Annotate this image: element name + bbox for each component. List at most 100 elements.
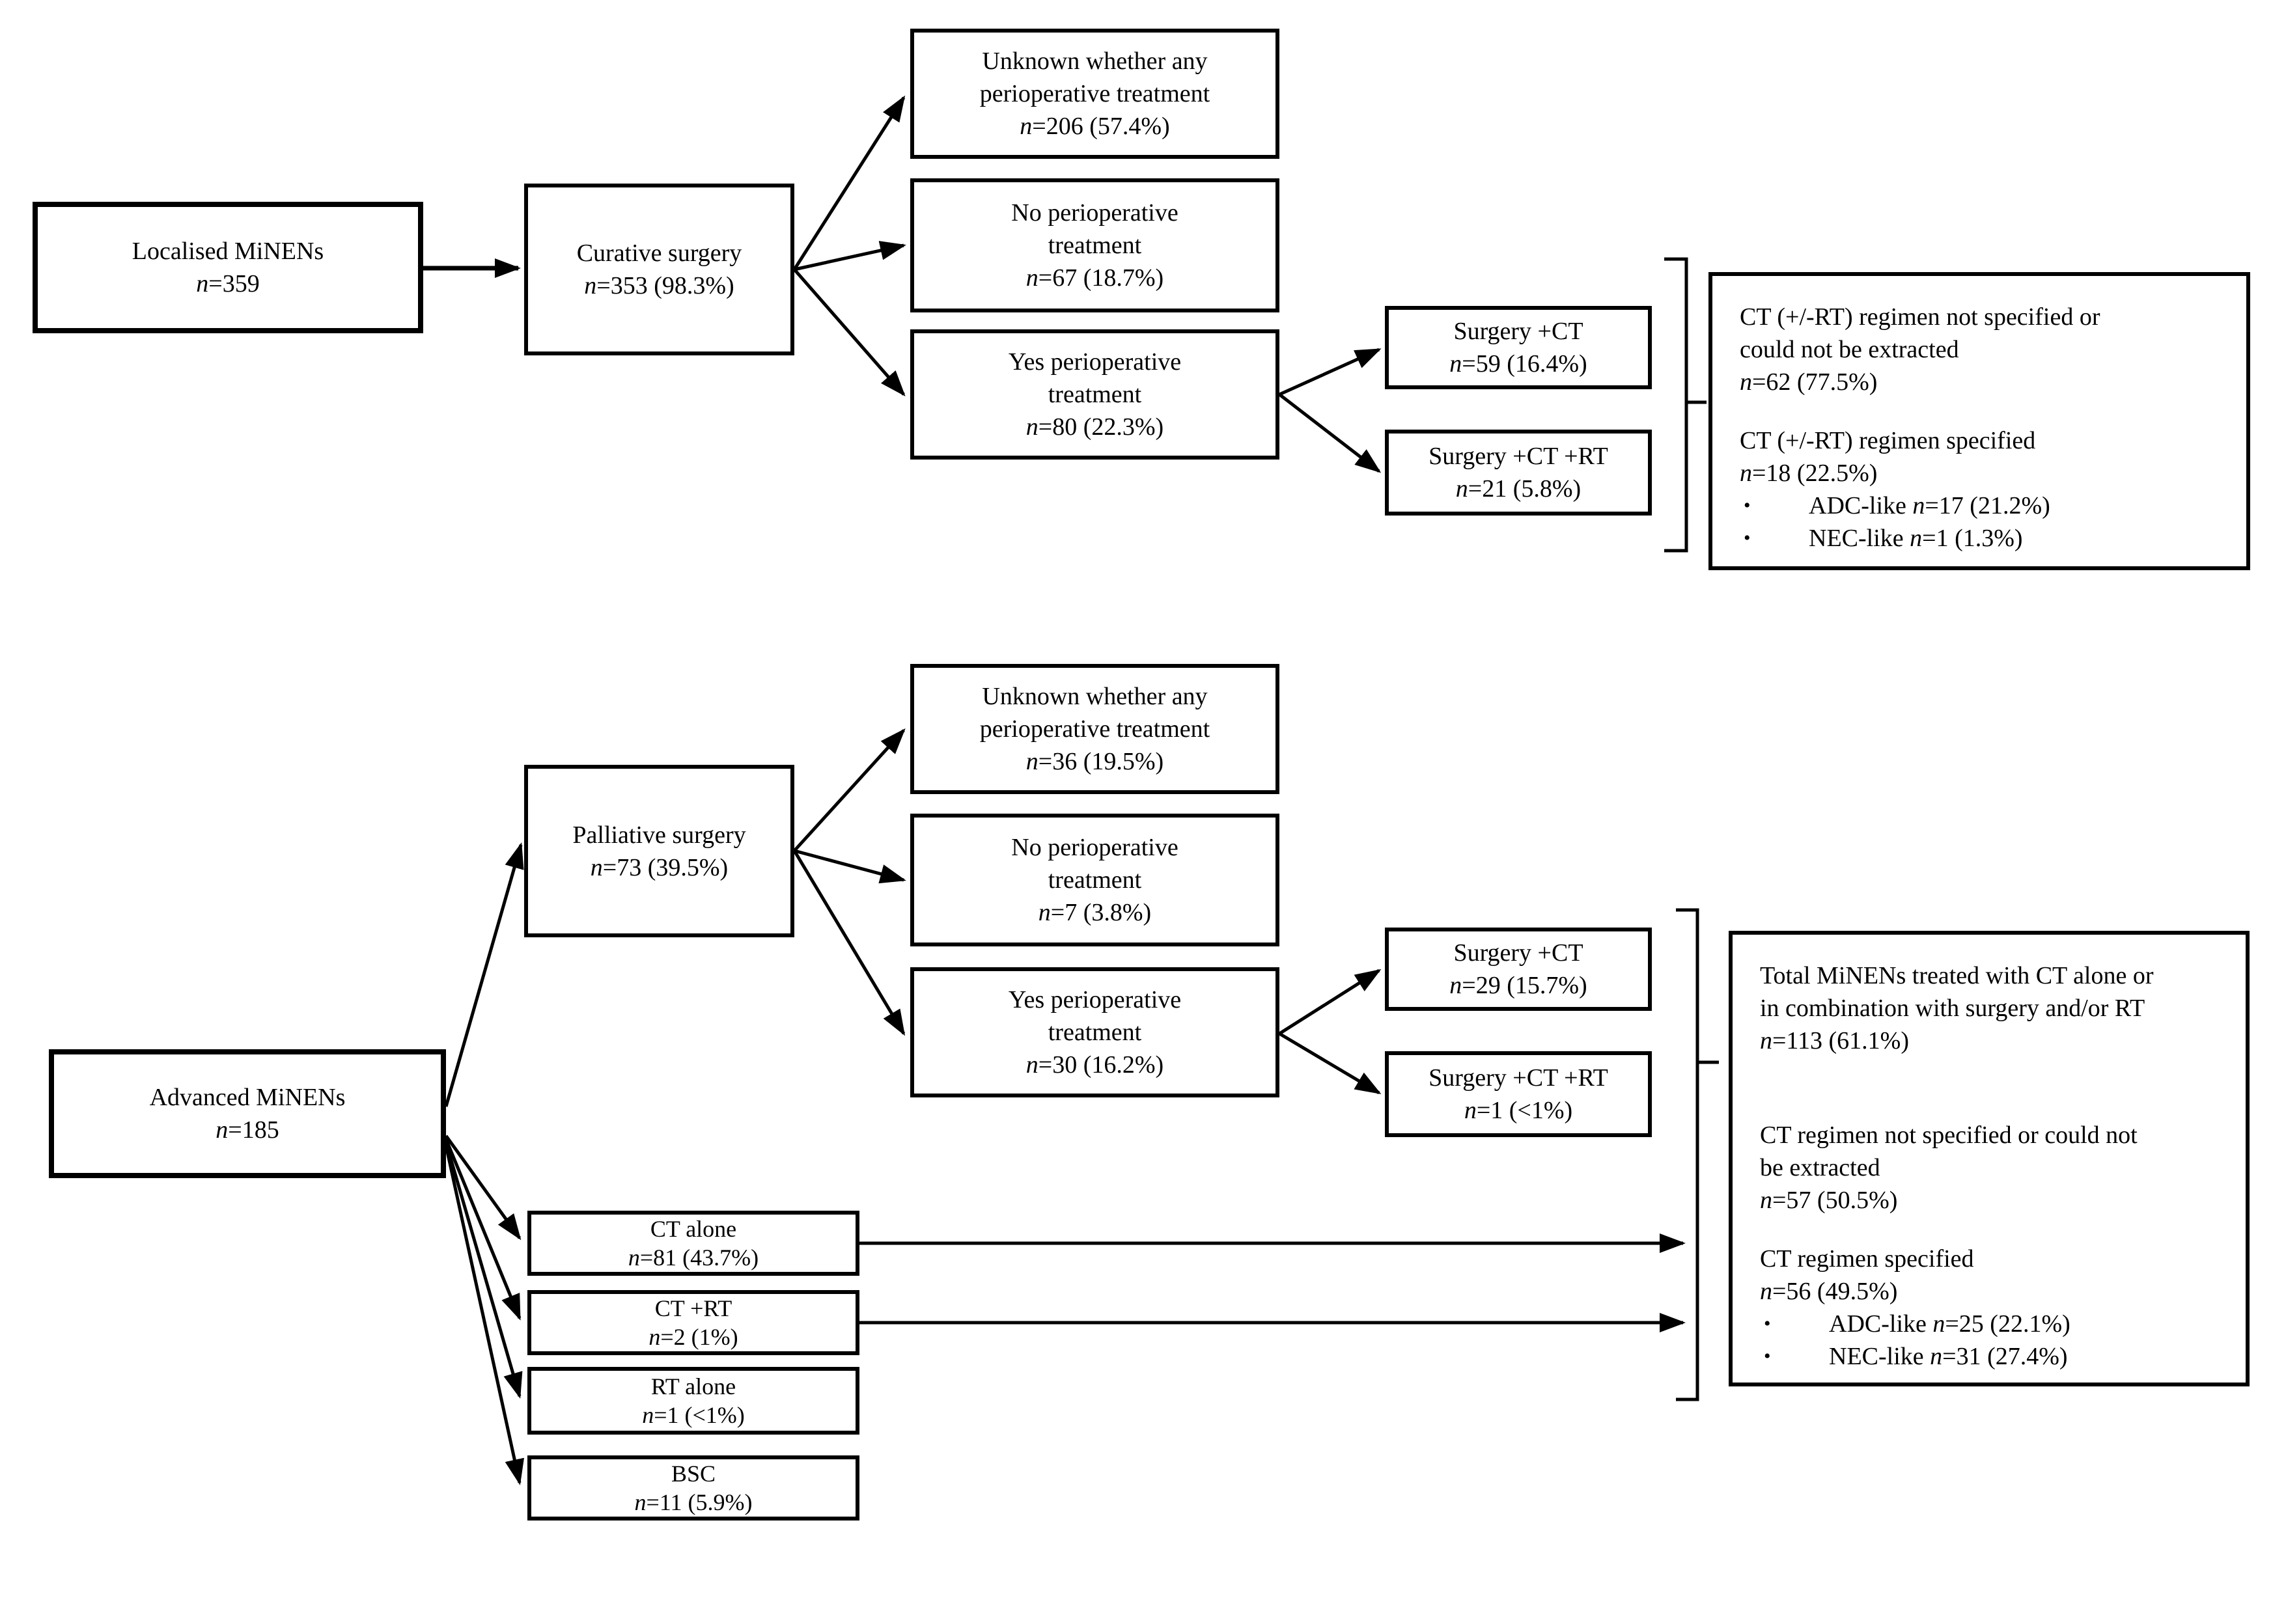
box-ct-rt: CT +RT n=2 (1%) — [527, 1290, 859, 1355]
summary-line: in combination with surgery and/or RT — [1760, 995, 2145, 1022]
arrow-palliative-to-no — [794, 849, 906, 884]
box-stat: n=359 — [196, 270, 260, 297]
box-stat: n=353 (98.3%) — [584, 272, 734, 299]
box-bottom-yes-perioperative: Yes perioperative treatment n=30 (16.2%) — [910, 967, 1279, 1097]
summary-stat: n=62 (77.5%) — [1740, 368, 1878, 396]
summary-line: Total MiNENs treated with CT alone or — [1760, 962, 2154, 989]
box-top-unknown-perioperative: Unknown whether any perioperative treatm… — [910, 29, 1279, 159]
box-bottom-no-perioperative: No perioperative treatment n=7 (3.8%) — [910, 814, 1279, 946]
box-label: RT alone — [650, 1373, 736, 1399]
summary-line: CT regimen specified — [1760, 1245, 1974, 1273]
arrow-curative-to-no — [794, 241, 906, 271]
bullet-text: ADC-like n=17 (21.2%) — [1809, 492, 2050, 519]
box-stat: n=80 (22.3%) — [1025, 413, 1164, 441]
bracket-top — [1664, 257, 1707, 553]
box-advanced-minens: Advanced MiNENs n=185 — [49, 1049, 446, 1178]
box-label: Surgery +CT — [1453, 939, 1583, 967]
box-stat: n=1 (<1%) — [642, 1402, 745, 1428]
summary-stat: n=57 (50.5%) — [1760, 1187, 1898, 1214]
box-label: treatment — [1048, 232, 1142, 259]
bullet-item: • ADC-like n=17 (21.2%) — [1740, 489, 2050, 522]
arrow-yes-to-surgery-ct-rt-bottom — [1278, 1032, 1382, 1095]
box-stat: n=206 (57.4%) — [1020, 113, 1170, 140]
bracket-bottom — [1676, 908, 1719, 1401]
summary-paragraph: CT regimen not specified or could not be… — [1760, 1119, 2138, 1217]
box-stat: n=7 (3.8%) — [1038, 899, 1152, 926]
bullet-icon: • — [1744, 495, 1751, 516]
box-label: Yes perioperative — [1008, 986, 1182, 1013]
arrow-curative-to-unknown — [792, 95, 906, 271]
box-label: No perioperative — [1011, 834, 1178, 861]
box-label: treatment — [1048, 866, 1142, 894]
bullet-icon: • — [1764, 1345, 1771, 1367]
box-stat: n=1 (<1%) — [1464, 1097, 1573, 1124]
bullet-icon: • — [1744, 527, 1751, 549]
summary-line: CT (+/-RT) regimen specified — [1740, 427, 2036, 454]
summary-paragraph: CT (+/-RT) regimen not specified or coul… — [1740, 301, 2100, 398]
box-label: Surgery +CT — [1453, 318, 1583, 345]
box-label: CT alone — [650, 1216, 737, 1242]
box-top-no-perioperative: No perioperative treatment n=67 (18.7%) — [910, 178, 1279, 312]
box-bsc: BSC n=11 (5.9%) — [527, 1455, 859, 1521]
box-palliative-surgery: Palliative surgery n=73 (39.5%) — [524, 765, 794, 937]
box-stat: n=59 (16.4%) — [1449, 350, 1587, 378]
box-label: Unknown whether any — [982, 48, 1208, 75]
box-stat: n=81 (43.7%) — [628, 1245, 759, 1271]
summary-stat: n=113 (61.1%) — [1760, 1027, 1909, 1054]
box-stat: n=67 (18.7%) — [1025, 264, 1164, 292]
box-bottom-unknown-perioperative: Unknown whether any perioperative treatm… — [910, 664, 1279, 794]
box-label: Advanced MiNENs — [149, 1084, 346, 1111]
box-label: perioperative treatment — [979, 715, 1210, 743]
box-localised-minens: Localised MiNENs n=359 — [33, 202, 423, 333]
bullet-item: • NEC-like n=31 (27.4%) — [1760, 1340, 2070, 1373]
box-stat: n=21 (5.8%) — [1455, 475, 1582, 502]
arrow-advanced-to-ct-alone — [444, 1135, 522, 1241]
box-stat: n=30 (16.2%) — [1025, 1051, 1164, 1079]
box-ct-alone: CT alone n=81 (43.7%) — [527, 1211, 859, 1276]
box-stat: n=73 (39.5%) — [590, 853, 729, 881]
arrow-palliative-to-unknown — [793, 728, 906, 852]
summary-paragraph: CT regimen specified n=56 (49.5%) • ADC-… — [1760, 1243, 2070, 1373]
bullet-text: ADC-like n=25 (22.1%) — [1829, 1310, 2070, 1338]
arrow-advanced-to-ct-rt — [444, 1138, 522, 1321]
summary-line: could not be extracted — [1740, 336, 1959, 363]
bullet-text: NEC-like n=31 (27.4%) — [1829, 1343, 2068, 1370]
box-stat: n=2 (1%) — [648, 1324, 738, 1350]
arrow-curative-to-yes — [793, 268, 906, 397]
box-label: Curative surgery — [576, 240, 742, 267]
box-label: treatment — [1048, 1019, 1142, 1046]
arrow-advanced-to-bsc — [444, 1145, 524, 1485]
summary-stat: n=18 (22.5%) — [1740, 460, 1878, 487]
bullet-text: NEC-like n=1 (1.3%) — [1809, 525, 2023, 552]
box-label: BSC — [671, 1461, 716, 1487]
box-label: Yes perioperative — [1008, 348, 1182, 376]
box-curative-surgery: Curative surgery n=353 (98.3%) — [524, 184, 794, 355]
arrow-advanced-to-rt-alone — [444, 1142, 523, 1399]
bullet-icon: • — [1764, 1313, 1771, 1334]
box-bottom-summary: Total MiNENs treated with CT alone or in… — [1729, 931, 2250, 1386]
box-stat: n=11 (5.9%) — [634, 1489, 753, 1515]
box-top-summary: CT (+/-RT) regimen not specified or coul… — [1708, 272, 2250, 570]
arrow-palliative-to-yes — [792, 849, 906, 1036]
summary-line: be extracted — [1760, 1154, 1880, 1181]
summary-line: CT regimen not specified or could not — [1760, 1122, 2138, 1149]
box-rt-alone: RT alone n=1 (<1%) — [527, 1367, 859, 1435]
box-label: perioperative treatment — [979, 80, 1210, 107]
box-bottom-surgery-ct: Surgery +CT n=29 (15.7%) — [1385, 928, 1652, 1011]
box-stat: n=36 (19.5%) — [1025, 748, 1164, 775]
box-bottom-surgery-ct-rt: Surgery +CT +RT n=1 (<1%) — [1385, 1051, 1652, 1137]
arrow-yes-to-surgery-ct-rt-top — [1278, 393, 1382, 473]
summary-paragraph: CT (+/-RT) regimen specified n=18 (22.5%… — [1740, 424, 2050, 555]
summary-stat: n=56 (49.5%) — [1760, 1278, 1898, 1305]
arrow-yes-to-surgery-ct-top — [1278, 348, 1382, 396]
box-label: Localised MiNENs — [132, 238, 324, 265]
box-label: No perioperative — [1011, 199, 1178, 227]
box-top-surgery-ct: Surgery +CT n=59 (16.4%) — [1385, 306, 1652, 389]
box-label: Surgery +CT +RT — [1429, 1064, 1608, 1092]
box-stat: n=29 (15.7%) — [1449, 972, 1587, 999]
box-label: treatment — [1048, 381, 1142, 408]
summary-line: CT (+/-RT) regimen not specified or — [1740, 303, 2100, 331]
bullet-item: • ADC-like n=25 (22.1%) — [1760, 1308, 2070, 1340]
